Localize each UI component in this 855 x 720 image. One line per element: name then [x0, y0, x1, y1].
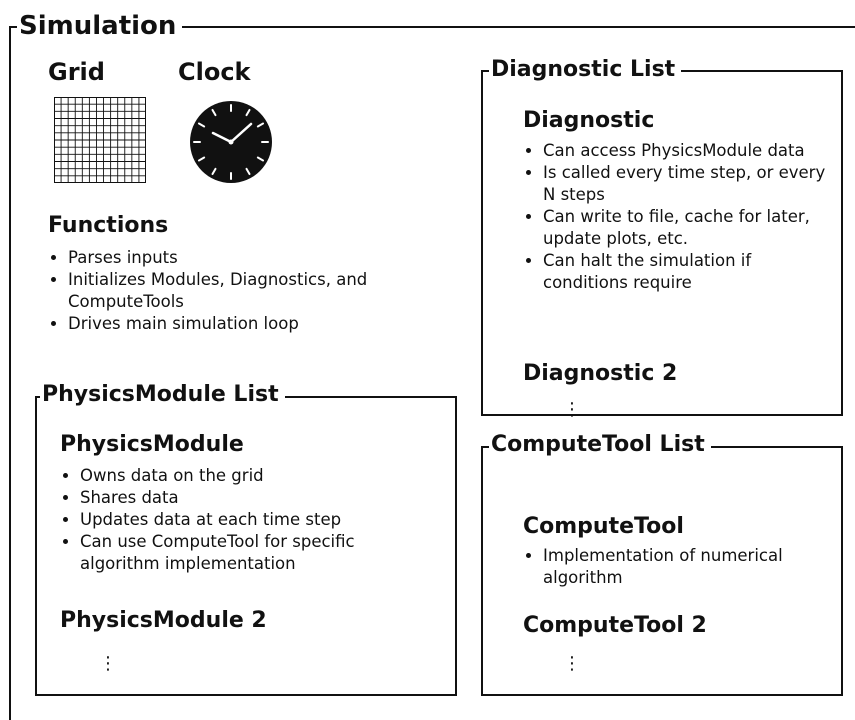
- physics-module-ellipsis: ⋮: [99, 653, 117, 674]
- computetool-list-title: ComputeTool List: [489, 434, 711, 456]
- functions-title: Functions: [48, 213, 169, 238]
- computetool-2-title: ComputeTool 2: [523, 613, 707, 638]
- computetool-ellipsis: ⋮: [563, 653, 581, 674]
- computetool-list: Implementation of numerical algorithm: [527, 545, 833, 589]
- grid-label: Grid: [48, 58, 105, 86]
- diagnostic-ellipsis: ⋮: [563, 399, 581, 420]
- simulation-title: Simulation: [17, 13, 183, 39]
- physics-module-item: Can use ComputeTool for specific algorit…: [80, 531, 365, 575]
- functions-list: Parses inputs Initializes Modules, Diagn…: [52, 247, 428, 335]
- diagnostic-list: Can access PhysicsModule data Is called …: [527, 140, 828, 294]
- diagnostic-item: Can write to file, cache for later, upda…: [543, 206, 828, 250]
- physics-module-2-title: PhysicsModule 2: [60, 608, 267, 633]
- clock-icon: [190, 101, 272, 183]
- physics-module-item: Shares data: [80, 487, 365, 509]
- diagnostic-list-title: Diagnostic List: [489, 59, 682, 81]
- diagnostic-item: Is called every time step, or every N st…: [543, 162, 828, 206]
- diagnostic-2-title: Diagnostic 2: [523, 361, 678, 386]
- grid-icon: [54, 97, 146, 183]
- functions-item: Parses inputs: [68, 247, 428, 269]
- functions-item: Drives main simulation loop: [68, 313, 428, 335]
- physics-module-list-title: PhysicsModule List: [40, 384, 285, 406]
- physics-module-list: Owns data on the grid Shares data Update…: [64, 465, 365, 575]
- physics-module-item: Updates data at each time step: [80, 509, 365, 531]
- computetool-item: Implementation of numerical algorithm: [543, 545, 833, 589]
- computetool-title: ComputeTool: [523, 514, 684, 539]
- simulation-frame: [9, 26, 855, 720]
- functions-item: Initializes Modules, Diagnostics, and Co…: [68, 269, 428, 313]
- diagnostic-item: Can halt the simulation if conditions re…: [543, 250, 828, 294]
- diagnostic-title: Diagnostic: [523, 108, 655, 133]
- clock-label: Clock: [178, 58, 251, 86]
- physics-module-title: PhysicsModule: [60, 432, 244, 457]
- physics-module-item: Owns data on the grid: [80, 465, 365, 487]
- diagnostic-item: Can access PhysicsModule data: [543, 140, 828, 162]
